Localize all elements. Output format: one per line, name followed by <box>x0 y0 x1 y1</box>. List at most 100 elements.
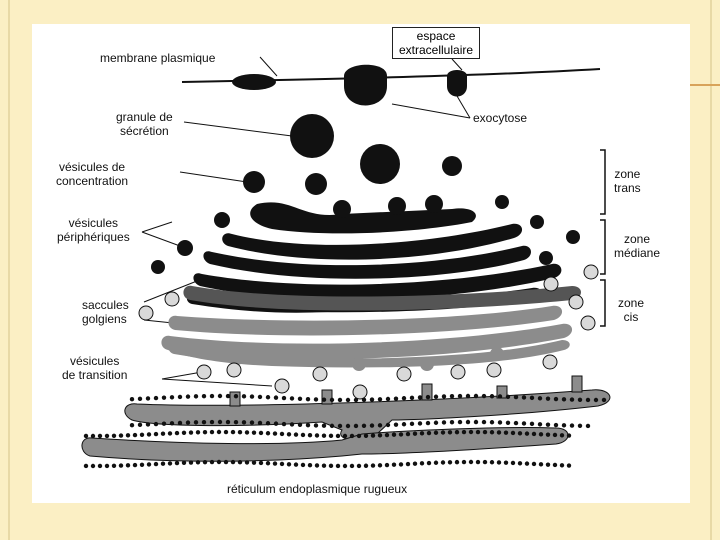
ribosome-dot <box>244 460 250 465</box>
leader-peripheriques-2 <box>141 231 181 247</box>
label-reticulum-endoplasmique-rugueux: réticulum endoplasmique rugueux <box>227 482 408 496</box>
ribosome-dot <box>545 462 551 467</box>
ribosome-dot <box>300 432 306 438</box>
ribosome-dot <box>405 431 411 437</box>
ribosome-dot <box>566 433 572 438</box>
ribosome-dot <box>409 395 415 401</box>
ribosome-dot <box>489 394 495 399</box>
ribosome-dot <box>513 420 519 426</box>
ribosome-dot <box>153 461 159 467</box>
ribosome-dot <box>353 423 359 429</box>
ribosome-dot <box>289 396 295 401</box>
ribosome-dot <box>305 396 311 402</box>
ribosome-dot <box>177 420 183 426</box>
label-zone-mediane: zone médiane <box>614 232 660 260</box>
ribosome-dot <box>531 431 537 437</box>
exocytosis-vesicle-open <box>344 64 387 106</box>
peripheral-vesicle-1 <box>214 212 230 228</box>
ribosome-dot <box>356 463 362 469</box>
ribosome-dot <box>225 393 231 399</box>
ribosome-dot <box>363 463 369 468</box>
ribosome-dot <box>545 396 551 401</box>
bracket-zone-cis <box>600 279 606 327</box>
ribosome-dot <box>391 432 397 437</box>
leader-transition-2 <box>161 378 273 387</box>
ribosome-dot <box>118 463 124 468</box>
leader-saccules-1 <box>143 278 203 303</box>
peripheral-vesicle-4 <box>495 195 509 209</box>
ribosome-dot <box>297 422 303 428</box>
label-concentration-line1: vésicules de <box>59 160 126 174</box>
decorative-accent-line <box>688 84 720 86</box>
ribosome-dot <box>481 419 487 425</box>
ribosome-dot <box>258 460 264 466</box>
ribosome-dot <box>510 430 516 436</box>
ribosome-dot <box>193 420 199 425</box>
label-transition-line2: de transition <box>62 368 128 382</box>
ribosome-dot <box>160 461 166 466</box>
ribosome-dot <box>521 395 527 400</box>
ribosome-dot <box>281 421 287 427</box>
trans-bud-2 <box>388 197 406 215</box>
ribosome-dot <box>384 432 390 438</box>
transition-vesicle-2 <box>226 362 242 378</box>
ribosome-dot <box>265 421 271 426</box>
ribosome-dot <box>329 423 335 429</box>
ribosome-dot <box>433 460 439 465</box>
ribosome-dot <box>417 421 423 426</box>
ribosome-dot <box>461 429 467 435</box>
ribosome-dot <box>505 394 511 399</box>
ribosome-dot <box>328 463 334 469</box>
ribosome-dot <box>216 429 222 435</box>
ribosome-dot <box>497 394 503 399</box>
ribosome-dot <box>161 421 167 426</box>
ribosome-dot <box>297 396 303 402</box>
leader-concentration <box>179 171 248 183</box>
ribosome-dot <box>356 433 362 439</box>
ribosome-dot <box>433 394 439 399</box>
ribosome-dot <box>454 459 460 465</box>
ribosome-dot <box>545 422 551 427</box>
ribosome-dot <box>447 460 453 465</box>
ribosome-dot <box>257 394 263 400</box>
ribosome-dot <box>145 422 151 427</box>
peripheral-vesicle-3 <box>151 260 165 274</box>
bracket-zone-mediane <box>600 219 606 275</box>
ribosome-dot <box>440 460 446 465</box>
label-saccules-line1: saccules <box>82 298 129 312</box>
cis-saccule-2 <box>168 305 563 336</box>
ribosome-dot <box>146 462 152 467</box>
cis-saccule-3 <box>161 323 573 360</box>
ribosome-dot <box>401 422 407 427</box>
ribosome-dot <box>289 422 295 427</box>
ribosome-dot <box>313 423 319 428</box>
ribosome-dot <box>293 462 299 467</box>
leader-transition-1 <box>161 371 203 380</box>
cis-vesicle-5 <box>568 294 584 310</box>
ribosome-dot <box>412 461 418 466</box>
ribosome-dot <box>181 430 187 435</box>
er-bud-1 <box>229 391 241 407</box>
label-zone-cis-line1: zone <box>618 296 645 310</box>
ribosome-dot <box>132 462 138 468</box>
ribosome-dot <box>272 431 278 436</box>
ribosome-dot <box>230 429 236 435</box>
secretory-granule-1 <box>290 114 334 158</box>
ribosome-dot <box>321 397 327 402</box>
ribosome-dot <box>529 421 535 427</box>
ribosome-dot <box>279 431 285 437</box>
ribosome-dot <box>202 429 208 435</box>
ribosome-dot <box>241 394 247 399</box>
ribosome-dot <box>447 430 453 435</box>
ribosome-dot <box>174 430 180 436</box>
leader-membrane <box>259 56 278 77</box>
golgi-illustration <box>81 56 611 469</box>
ribosome-dot <box>139 432 145 437</box>
ribosome-dot <box>577 423 583 429</box>
ribosome-dot <box>391 462 397 467</box>
ribosome-dot <box>129 422 135 428</box>
ribosome-dot <box>251 430 257 435</box>
membrane-bulge-left <box>232 74 276 90</box>
ribosome-dot <box>265 461 271 466</box>
ribosome-dot <box>305 422 311 428</box>
